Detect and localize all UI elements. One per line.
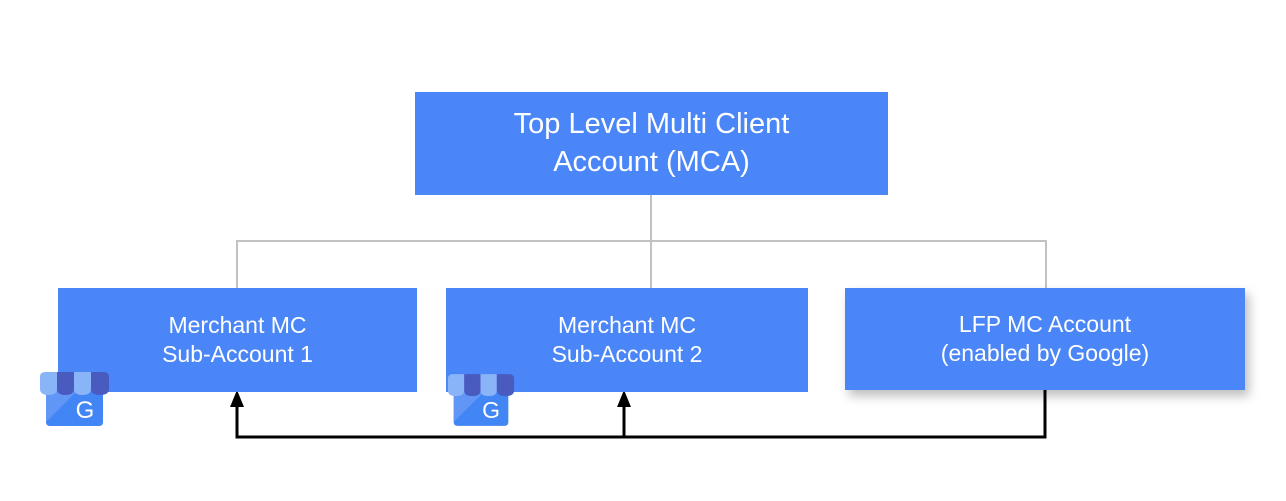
node-top-level-mca[interactable]: Top Level Multi Client Account (MCA) bbox=[415, 92, 888, 195]
node-merchant-mc-sub-account-1-label: Merchant MC Sub-Account 1 bbox=[162, 311, 313, 367]
feedback-path-to-sub-account-1 bbox=[235, 390, 1047, 439]
node-merchant-mc-sub-account-2[interactable]: Merchant MC Sub-Account 2 bbox=[446, 288, 808, 392]
google-g-glyph: G bbox=[76, 397, 95, 424]
arrowhead-sub-account-2 bbox=[617, 390, 631, 407]
node-merchant-mc-sub-account-2-label: Merchant MC Sub-Account 2 bbox=[551, 311, 703, 367]
google-business-profile-storefront-icon: G bbox=[40, 372, 109, 426]
connector-stem-lfp bbox=[1045, 240, 1047, 290]
google-business-profile-storefront-icon: G bbox=[447, 374, 515, 426]
connector-horizontal-bar bbox=[236, 240, 1047, 242]
node-top-level-mca-label: Top Level Multi Client Account (MCA) bbox=[513, 108, 790, 178]
node-lfp-mc-account-label: LFP MC Account (enabled by Google) bbox=[940, 310, 1150, 366]
node-lfp-mc-account[interactable]: LFP MC Account (enabled by Google) bbox=[845, 288, 1245, 390]
google-g-glyph: G bbox=[482, 397, 500, 423]
connector-top-stem bbox=[650, 195, 652, 290]
svg-text:G: G bbox=[482, 397, 500, 423]
connector-stem-sub-account-1 bbox=[236, 240, 238, 290]
node-merchant-mc-sub-account-1[interactable]: Merchant MC Sub-Account 1 bbox=[58, 288, 417, 392]
svg-text:G: G bbox=[76, 397, 95, 424]
arrowhead-sub-account-1 bbox=[230, 390, 244, 407]
